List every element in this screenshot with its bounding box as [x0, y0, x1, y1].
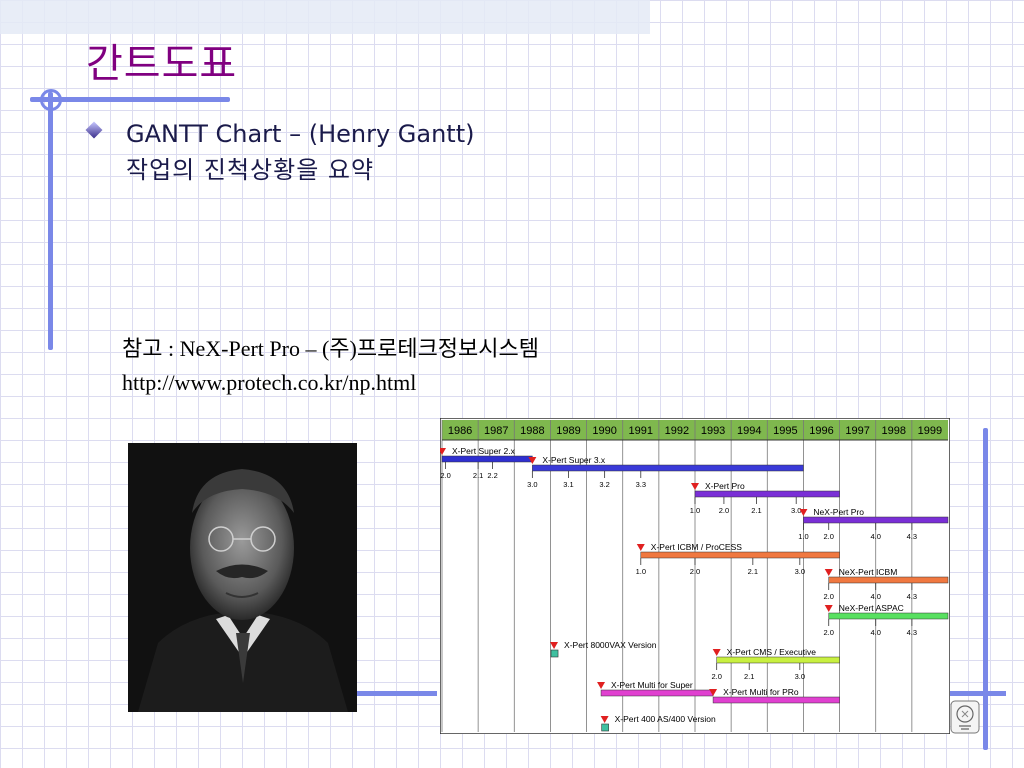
version-label: 2.2 [487, 471, 497, 480]
task-bar [828, 576, 949, 584]
diamond-bullet-icon [85, 121, 103, 139]
milestone-marker [550, 642, 559, 649]
bullet-text-line1: GANTT Chart – (Henry Gantt) [126, 120, 475, 148]
task-label: X-Pert Super 3.x [542, 455, 606, 465]
version-label: 3.0 [527, 480, 537, 489]
version-label: 2.0 [690, 567, 700, 576]
year-label: 1990 [592, 425, 616, 437]
version-label: 2.1 [751, 506, 761, 515]
year-label: 1998 [882, 425, 906, 437]
slide-title: 간트도표 [86, 41, 238, 87]
version-label: 4.3 [907, 592, 917, 601]
milestone-marker [824, 605, 833, 612]
milestone-marker [600, 716, 609, 723]
ring-decoration [40, 89, 62, 111]
year-label: 1987 [484, 425, 508, 437]
task-bar [441, 455, 533, 463]
version-label: 1.0 [690, 506, 700, 515]
bottom-horizontal-bar-right [950, 691, 1006, 696]
task-label: X-Pert Pro [705, 481, 745, 491]
version-label: 1.0 [798, 532, 808, 541]
task-bar [532, 464, 804, 472]
version-label: 2.1 [748, 567, 758, 576]
year-label: 1995 [773, 425, 797, 437]
milestone-marker [712, 649, 721, 656]
right-vertical-bar [983, 428, 988, 750]
task-bar [600, 689, 714, 697]
task-bar [640, 551, 840, 559]
top-decorative-band [0, 0, 650, 34]
version-label: 4.0 [870, 592, 880, 601]
task-box [601, 723, 609, 732]
version-label: 2.0 [719, 506, 729, 515]
gantt-chart: 1986 1987 1988 1989 1990 1991 1992 1993 1994 1995… [440, 418, 950, 734]
university-emblem-icon [950, 700, 980, 734]
version-label: 2.0 [824, 592, 834, 601]
year-label: 1992 [665, 425, 689, 437]
year-label: 1996 [809, 425, 833, 437]
title-underline-bar [30, 97, 230, 102]
version-label: 2.0 [824, 532, 834, 541]
milestone-marker [691, 483, 699, 490]
task-bar [712, 696, 840, 704]
milestone-marker [824, 569, 833, 576]
version-label: 4.0 [870, 532, 880, 541]
task-box [550, 649, 559, 658]
task-label: NeX-Pert ASPAC [839, 603, 904, 613]
task-bar [803, 516, 949, 524]
task-label: X-Pert 400 AS/400 Version [615, 714, 716, 724]
year-label: 1986 [448, 425, 472, 437]
task-bar [828, 612, 949, 620]
version-label: 3.2 [599, 480, 609, 489]
milestone-marker [799, 509, 808, 516]
version-label: 4.3 [907, 628, 917, 637]
task-label: X-Pert Multi for Super [611, 680, 693, 690]
version-label: 3.0 [795, 567, 805, 576]
version-label: 3.0 [791, 506, 801, 515]
task-label: X-Pert ICBM / ProCESS [651, 542, 742, 552]
year-label: 1988 [520, 425, 544, 437]
bottom-horizontal-bar-left [357, 691, 437, 696]
task-label: X-Pert CMS / Executive [727, 647, 817, 657]
year-label: 1994 [737, 425, 761, 437]
version-label: 4.0 [870, 628, 880, 637]
reference-url: http://www.protech.co.kr/np.html [122, 370, 417, 395]
version-label: 2.0 [440, 471, 450, 480]
milestone-marker [440, 448, 446, 455]
year-label: 1997 [845, 425, 869, 437]
milestone-marker [528, 457, 537, 464]
version-label: 3.3 [636, 480, 646, 489]
task-label: X-Pert Multi for PRo [723, 687, 799, 697]
henry-gantt-portrait [128, 443, 357, 712]
task-bar [694, 490, 840, 498]
task-label: X-Pert 8000VAX Version [564, 640, 657, 650]
task-label: X-Pert Super 2.x [452, 446, 516, 456]
version-label: 3.0 [795, 672, 805, 681]
year-label: 1989 [556, 425, 580, 437]
version-label: 2.0 [824, 628, 834, 637]
milestone-marker [709, 689, 718, 696]
bullet-text-line2: 작업의 진척상황을 요약 [126, 156, 375, 184]
version-label: 2.0 [711, 672, 721, 681]
milestone-marker [636, 544, 645, 551]
year-label: 1991 [629, 425, 653, 437]
version-label: 1.0 [636, 567, 646, 576]
task-label: NeX-Pert Pro [813, 507, 864, 517]
version-label: 4.3 [907, 532, 917, 541]
year-label: 1993 [701, 425, 725, 437]
milestone-marker [597, 682, 606, 689]
version-label: 3.1 [563, 480, 573, 489]
left-vertical-bar [48, 92, 53, 350]
reference-text: 참고 : NeX-Pert Pro – (주)프로테크정보시스템 [122, 336, 540, 361]
version-label: 2.1 [744, 672, 754, 681]
version-label: 2.1 [473, 471, 483, 480]
year-label: 1999 [918, 425, 942, 437]
task-bar [716, 656, 840, 664]
task-label: NeX-Pert ICBM [839, 567, 898, 577]
